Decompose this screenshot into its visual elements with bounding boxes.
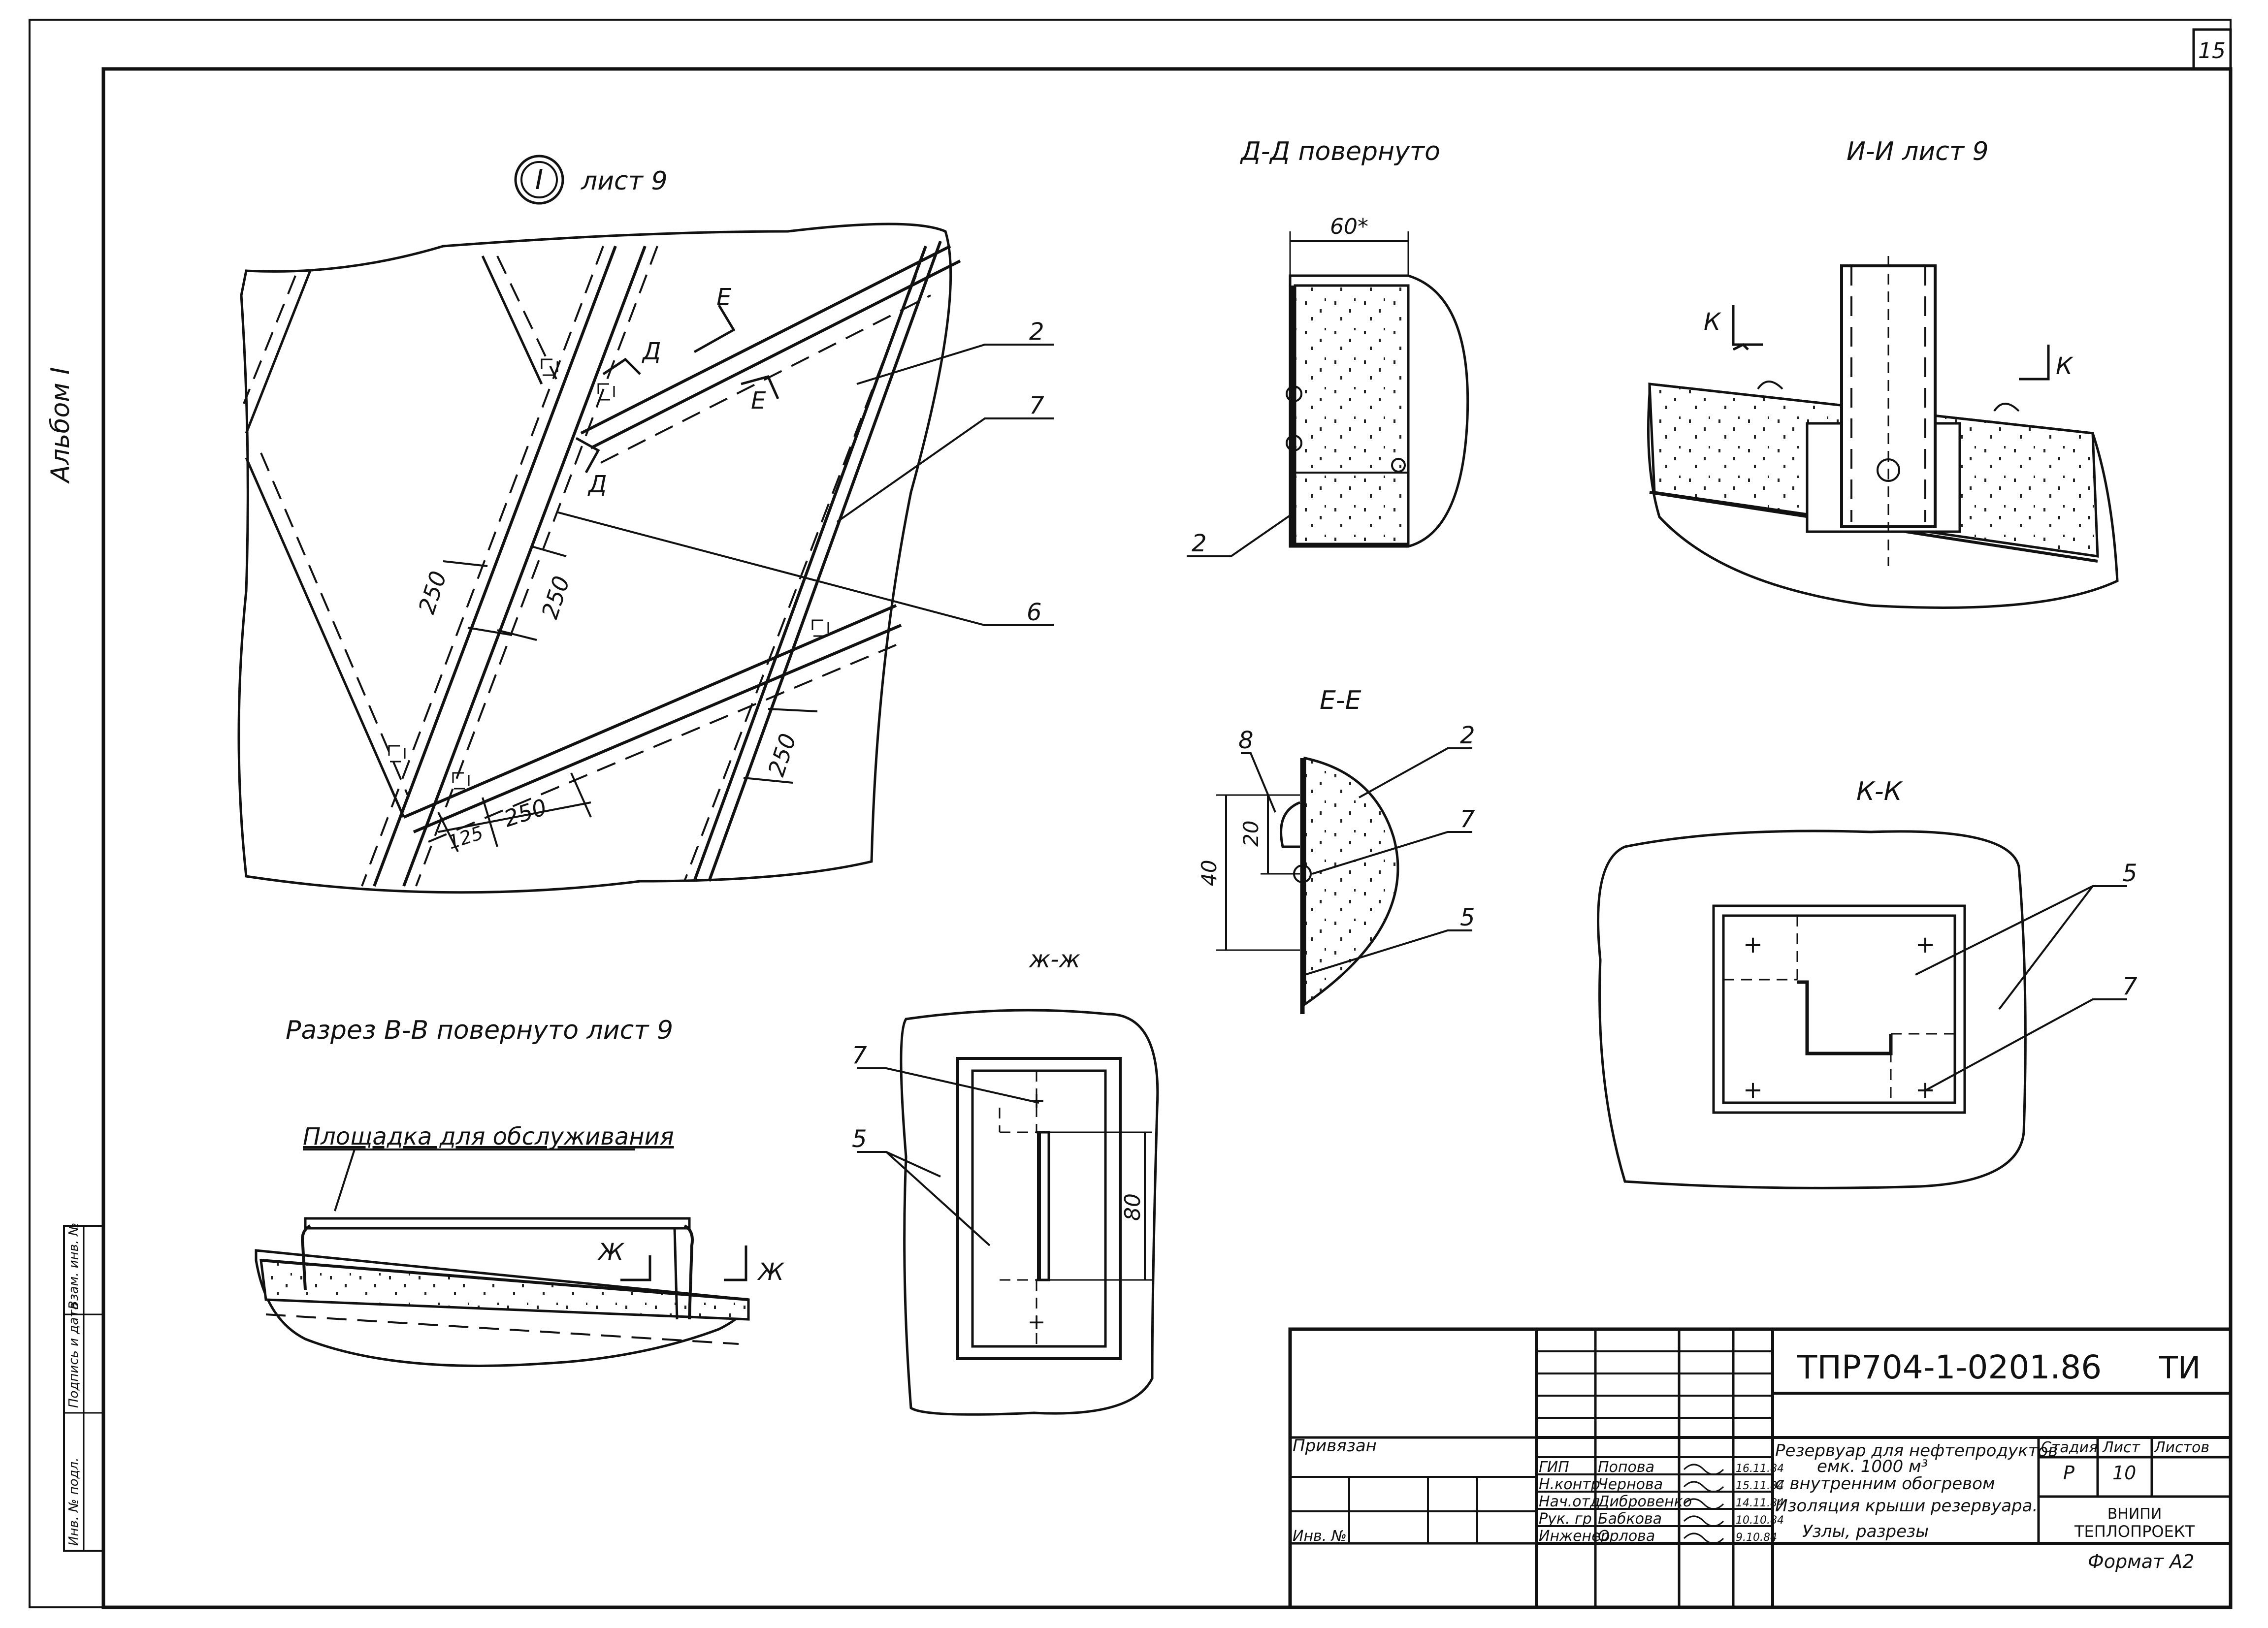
desc-line-1: емк. 1000 м³ [1817, 1457, 1928, 1476]
section-DD-view: Д-Д повернуто 60* 2 [1187, 137, 1469, 557]
svg-text:+: + [1915, 931, 1935, 958]
staff-name-3: Бабкова [1598, 1510, 1662, 1528]
staff-role-3: Рук. гр [1539, 1510, 1592, 1528]
section-ZhZh-leader-5: 5 [852, 1125, 867, 1153]
section-VV-title: Разрез В-В повернуто лист 9 [286, 1016, 673, 1045]
svg-text:+: + [1743, 1076, 1763, 1104]
staff-date-4: 9.10.84 [1736, 1532, 1777, 1544]
detail-I-view: I лист 9 Д [237, 155, 1054, 894]
svg-text:+: + [1743, 931, 1763, 958]
stamp-vzam-inv: Взам. инв. № [66, 1222, 81, 1309]
staff-role-0: ГИП [1539, 1459, 1569, 1476]
detail-I-leader-7: 7 [1029, 392, 1044, 419]
section-EE-dim-20: 20 [1239, 821, 1263, 847]
section-DD-leader-2: 2 [1192, 530, 1207, 557]
section-ZhZh-view: ж-ж + + 80 7 5 [852, 946, 1159, 1416]
staff-date-0: 16.11.84 [1736, 1463, 1784, 1475]
stamp-inv-podl: Инв. № подл. [66, 1458, 81, 1546]
section-ZhZh-title: ж-ж [1029, 946, 1080, 973]
detail-I-ref: лист 9 [581, 166, 668, 196]
staff-role-1: Н.контр [1539, 1476, 1600, 1493]
staff-role-4: Инженер [1539, 1528, 1610, 1545]
section-VV-cut-Zh-right: Ж [757, 1258, 785, 1286]
org-line-2: ТЕПЛОПРОЕКТ [2074, 1522, 2195, 1541]
cut-mark-E-bottom: Е [751, 387, 766, 415]
detail-I-marker: I [535, 164, 544, 196]
stamp-podpis-data: Подпись и дата [66, 1302, 81, 1408]
section-II-title: И-И лист 9 [1847, 137, 1989, 166]
desc-line-4: Узлы, разрезы [1802, 1522, 1929, 1541]
cut-mark-D-bottom: Д [587, 471, 607, 498]
detail-I-leader-6: 6 [1027, 599, 1042, 626]
section-DD-title: Д-Д повернуто [1240, 137, 1440, 166]
section-EE-leader-2: 2 [1460, 722, 1475, 749]
title-block-text: ТПР704-1-0201.86 ТИ Привязан Инв. № ГИП … [1293, 1348, 2209, 1545]
org-line-1: ВНИПИ [2107, 1505, 2162, 1523]
sheet-number-box [2192, 28, 2232, 70]
section-EE-dim-40: 40 [1197, 860, 1221, 886]
sheet-number: 15 [2198, 38, 2226, 64]
section-DD-dim-60: 60* [1330, 214, 1368, 239]
section-KK-title: К-К [1856, 777, 1903, 806]
album-label: Альбом I [46, 367, 75, 484]
title-mark: ТИ [2159, 1350, 2201, 1386]
staff-date-2: 14.11.84 [1736, 1497, 1784, 1509]
title-block [1288, 1327, 2233, 1609]
section-VV-view: Разрез В-В повернуто лист 9 Площадка для… [255, 1016, 785, 1367]
cut-mark-D-top: Д [642, 338, 661, 365]
section-ZhZh-dim-80: 80 [1120, 1193, 1145, 1221]
inner-frame [101, 67, 2233, 1609]
staff-role-2: Нач.отд [1539, 1493, 1600, 1510]
staff-date-3: 10.10.84 [1736, 1514, 1784, 1527]
title-privyazan: Привязан [1293, 1436, 1377, 1456]
sheet-value: 10 [2112, 1462, 2136, 1484]
staff-name-4: Орлова [1598, 1528, 1655, 1545]
desc-line-0: Резервуар для нефтепродуктов [1775, 1441, 2058, 1461]
section-II-view: И-И лист 9 К К [1647, 137, 2119, 609]
format-label: Формат А2 [2088, 1551, 2194, 1572]
section-VV-cut-Zh-left: Ж [597, 1239, 625, 1266]
svg-text:+: + [1028, 1309, 1046, 1335]
side-stamp: Инв. № подл. Подпись и дата Взам. инв. № [63, 1222, 104, 1552]
section-II-cut-K-right: К [2056, 352, 2074, 380]
section-EE-leader-8: 8 [1238, 727, 1254, 754]
section-KK-view: К-К + + + + 5 7 [1597, 777, 2138, 1189]
section-ZhZh-leader-7: 7 [852, 1042, 867, 1069]
section-VV-platform-label: Площадка для обслуживания [303, 1123, 674, 1150]
staff-name-2: Дибровенко [1597, 1493, 1692, 1510]
cut-mark-E-top: Е [716, 284, 732, 311]
section-EE-view: Е-Е 40 20 8 2 7 5 [1197, 686, 1475, 1014]
desc-line-3: Изоляция крыши резервуара. [1775, 1496, 2038, 1516]
sheet-label: Лист [2102, 1439, 2141, 1456]
title-code: ТПР704-1-0201.86 [1797, 1348, 2102, 1386]
sheets-label: Листов [2154, 1439, 2209, 1456]
detail-I-leader-2: 2 [1029, 318, 1044, 346]
detail-I-outline [237, 223, 952, 894]
stage-value: Р [2063, 1462, 2074, 1484]
staff-name-0: Попова [1598, 1459, 1654, 1476]
staff-date-1: 15.11.84 [1736, 1480, 1784, 1492]
section-KK-leader-7: 7 [2122, 973, 2138, 1000]
section-EE-leader-7: 7 [1460, 805, 1475, 833]
section-EE-title: Е-Е [1320, 686, 1361, 715]
stage-label: Стадия [2041, 1439, 2098, 1456]
section-KK-leader-5: 5 [2122, 860, 2138, 887]
section-EE-leader-5: 5 [1460, 904, 1475, 931]
desc-line-2: с внутренним обогревом [1775, 1474, 1995, 1494]
section-II-cut-K-left: К [1704, 308, 1721, 336]
title-inv-no: Инв. № [1293, 1528, 1347, 1545]
staff-name-1: Чернова [1598, 1476, 1663, 1493]
